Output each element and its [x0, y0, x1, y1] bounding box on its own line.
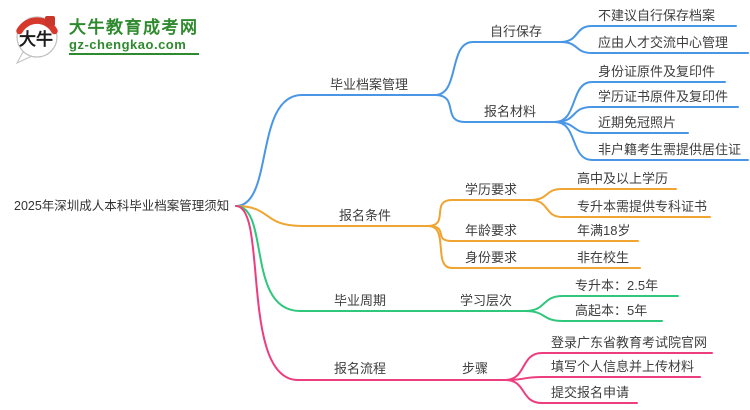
- branch-lines-procedure: [235, 205, 713, 404]
- leaf-highschool: 高中及以上学历: [577, 171, 669, 186]
- leaf-upgrade-2-5-years: 专升本：2.5年: [575, 278, 659, 293]
- subtopic-materials: 报名材料: [484, 104, 537, 119]
- leaf-non-student: 非在校生: [577, 250, 630, 265]
- branch-conditions: 报名条件: [339, 208, 392, 223]
- leaf-fill-info: 填写个人信息并上传材料: [551, 359, 695, 374]
- leaf-talent-center: 应由人才交流中心管理: [598, 35, 729, 50]
- subtopic-education-req: 学历要求: [465, 182, 518, 197]
- brand-text-block: 大牛教育成考网 gz-chengkao.com: [69, 9, 199, 55]
- leaf-college-cert: 专升本需提供专科证书: [577, 199, 708, 214]
- leaf-highstart-5-years: 高起本：5年: [575, 303, 648, 318]
- subtopic-age-req: 年龄要求: [465, 223, 518, 238]
- branch-duration: 毕业周期: [334, 293, 387, 308]
- root-topic: 2025年深圳成人本科毕业档案管理须知: [14, 199, 230, 213]
- branch-archive-management: 毕业档案管理: [330, 77, 409, 92]
- brand-site-name: 大牛教育成考网: [69, 18, 199, 37]
- leaf-age-18: 年满18岁: [577, 223, 631, 238]
- subtopic-self-storage: 自行保存: [490, 24, 543, 39]
- logo-calligraphy-text: 大牛: [19, 29, 53, 50]
- leaf-diploma-copy: 学历证书原件及复印件: [598, 89, 729, 104]
- branch-lines-conditions: [235, 188, 711, 269]
- leaf-submit-application: 提交报名申请: [551, 385, 630, 400]
- brand-site-url: gz-chengkao.com: [69, 37, 199, 55]
- subtopic-study-level: 学习层次: [460, 293, 513, 308]
- leaf-login-website: 登录广东省教育考试院官网: [551, 335, 708, 350]
- subtopic-identity-req: 身份要求: [465, 250, 518, 265]
- leaf-residence-permit: 非户籍考生需提供居住证: [598, 142, 742, 157]
- bull-bubble-icon: 大牛: [15, 16, 58, 65]
- seal-icon: [45, 16, 55, 26]
- leaf-photo: 近期免冠照片: [598, 115, 677, 130]
- leaf-not-recommended: 不建议自行保存档案: [598, 8, 716, 23]
- branch-procedure: 报名流程: [334, 361, 387, 376]
- subtopic-steps: 步骤: [462, 361, 489, 376]
- leaf-id-card: 身份证原件及复印件: [598, 64, 716, 79]
- branch-lines-archive: [235, 25, 749, 207]
- branch-lines-duration: [235, 205, 679, 322]
- brand-logo: 大牛 大牛教育成考网 gz-chengkao.com: [12, 9, 199, 65]
